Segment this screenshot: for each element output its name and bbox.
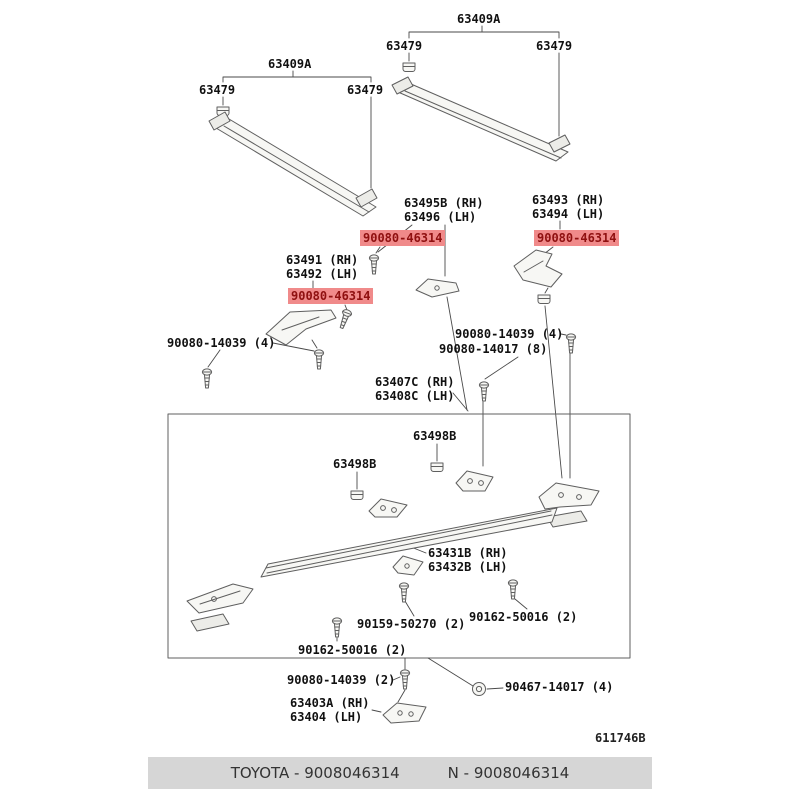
label-63479-tl-left: 63479 [199, 83, 236, 97]
grommet-icon [472, 682, 486, 696]
label-63492-lh: 63492 (LH) [286, 267, 359, 281]
label-63431b-rh: 63431B (RH) [428, 546, 508, 560]
label-90080-14039-4-left: 90080-14039 (4) [167, 336, 276, 350]
part-63493-art [513, 220, 563, 479]
label-63407c-rh: 63407C (RH) [375, 375, 455, 389]
fasteners-right-art [452, 333, 577, 479]
label-90080-14017-8: 90080-14017 (8) [439, 342, 548, 356]
label-63494-lh: 63494 (LH) [532, 207, 605, 221]
label-90467-14017-4: 90467-14017 (4) [505, 680, 614, 694]
screw-icon [201, 368, 213, 389]
label-63408c-lh: 63408C (LH) [375, 389, 455, 403]
diagram-code: 611746B [595, 731, 646, 745]
lower-assembly-box-art [167, 413, 631, 659]
screw-icon [398, 582, 410, 603]
label-63479-tr-right: 63479 [536, 39, 573, 53]
footer-toyota-part-number: TOYOTA - 9008046314 [230, 764, 400, 782]
screw-icon [399, 669, 411, 690]
bottom-parts-art [371, 657, 504, 724]
label-63493-rh: 63493 (RH) [532, 193, 605, 207]
screw-icon [368, 254, 380, 275]
rail-top-left-art [208, 70, 378, 217]
label-63491-rh: 63491 (RH) [286, 253, 359, 267]
label-90080-14039-4-right: 90080-14039 (4) [455, 327, 564, 341]
part-number-footer-bar: TOYOTA - 9008046314 N - 9008046314 [148, 757, 652, 789]
footer-n-part-number: N - 9008046314 [447, 764, 570, 782]
highlighted-part-90080-46314-center[interactable]: 90080-46314 [360, 230, 446, 246]
label-63432b-lh: 63432B (LH) [428, 560, 508, 574]
label-90080-14039-2: 90080-14039 (2) [287, 673, 396, 687]
label-90162-50016-2-right: 90162-50016 (2) [469, 610, 578, 624]
label-63479-tr-left: 63479 [386, 39, 423, 53]
screw-icon [313, 349, 325, 370]
label-63409a-left-group: 63409A [268, 57, 312, 71]
screw-icon [507, 579, 519, 600]
label-63479-tl-right: 63479 [347, 83, 384, 97]
label-63495b-rh: 63495B (RH) [404, 196, 484, 210]
part-63491-art [201, 280, 353, 389]
screw-icon [565, 333, 577, 354]
retainer-clip-icon [402, 62, 416, 72]
retainer-clip-icon [350, 490, 364, 500]
screw-icon [478, 381, 490, 402]
label-63403a-rh: 63403A (RH) [290, 696, 370, 710]
highlighted-part-90080-46314-left[interactable]: 90080-46314 [288, 288, 374, 304]
label-63404-lh: 63404 (LH) [290, 710, 363, 724]
label-63496-lh: 63496 (LH) [404, 210, 477, 224]
retainer-clip-icon [537, 294, 551, 304]
screw-icon [336, 308, 353, 331]
label-90162-50016-2-left: 90162-50016 (2) [298, 643, 407, 657]
retainer-clip-icon [430, 462, 444, 472]
screw-icon [331, 617, 343, 638]
label-63498b-left: 63498B [333, 457, 377, 471]
label-63498b-right: 63498B [413, 429, 457, 443]
highlighted-part-90080-46314-right[interactable]: 90080-46314 [534, 230, 620, 246]
label-90159-50270-2: 90159-50270 (2) [357, 617, 466, 631]
label-63409a-right-group: 63409A [457, 12, 501, 26]
rail-top-right-art [391, 25, 571, 162]
